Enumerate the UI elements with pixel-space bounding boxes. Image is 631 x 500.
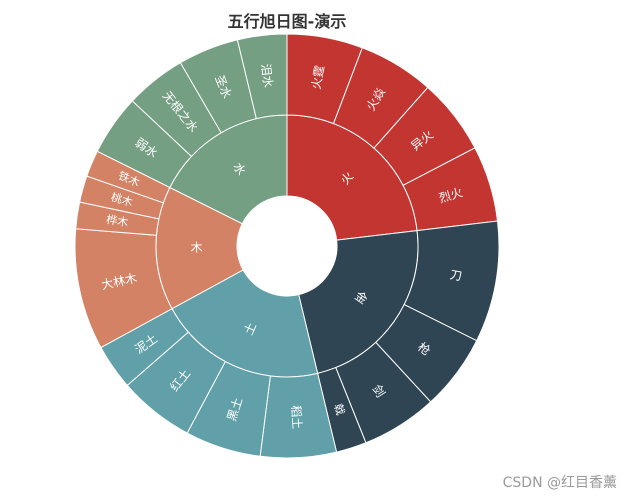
- child-label-4-3: 泪水: [258, 63, 275, 88]
- child-label-0-3: 烈火: [437, 185, 464, 205]
- child-label-3-1: 桦木: [105, 212, 129, 229]
- sunburst-child-4-3[interactable]: [236, 33, 288, 120]
- child-label-1-3: 戟: [331, 402, 347, 416]
- watermark: CSDN @红目香薰: [502, 475, 617, 491]
- parent-label-2: 土: [241, 320, 259, 337]
- child-label-1-0: 刀: [449, 268, 463, 284]
- child-label-2-1: 黑土: [225, 396, 246, 423]
- parent-label-3: 木: [190, 241, 202, 255]
- child-label-3-2: 桃木: [109, 190, 134, 209]
- chart-title: 五行旭日图-演示: [227, 12, 347, 31]
- child-label-2-0: 稻土: [289, 405, 304, 430]
- child-label-0-0: 火霆: [309, 64, 327, 90]
